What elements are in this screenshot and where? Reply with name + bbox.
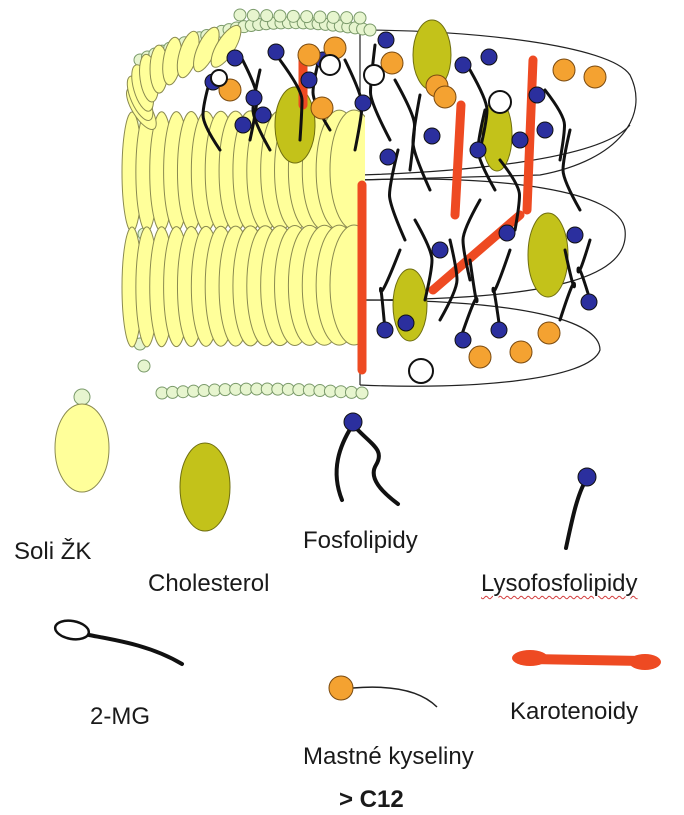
legend-bile-salt-icon bbox=[55, 389, 109, 492]
phospholipid-head bbox=[512, 132, 528, 148]
phospholipid-head bbox=[455, 332, 471, 348]
bile-salt-head bbox=[287, 10, 299, 22]
legend-cholesterol-icon bbox=[180, 443, 230, 531]
bile-salt-head bbox=[261, 10, 273, 22]
bile-salt-head bbox=[354, 12, 366, 24]
phospholipid-head bbox=[529, 87, 545, 103]
legend-fatty-acid-icon bbox=[329, 676, 437, 707]
lipid-chain bbox=[493, 250, 510, 330]
lipid-chain bbox=[563, 130, 580, 210]
fatty-acid-head bbox=[584, 66, 606, 88]
phospholipid-head bbox=[268, 44, 284, 60]
legend-lysophospholipid-icon bbox=[566, 468, 596, 548]
bile-salt-head bbox=[327, 11, 339, 23]
label-phospholipids: Fosfolipidy bbox=[303, 527, 418, 555]
label-bile-salts: Soli ŽK bbox=[14, 538, 91, 566]
lipid-chain bbox=[578, 240, 590, 300]
bile-salt-head bbox=[138, 360, 150, 372]
label-monoglyceride: 2-MG bbox=[90, 703, 150, 731]
legend-carotenoid-icon bbox=[512, 650, 661, 670]
label-fatty-acids: Mastné kyseliny bbox=[303, 743, 474, 771]
bile-salt-head bbox=[274, 10, 286, 22]
bile-salt bbox=[330, 225, 378, 345]
phospholipid-head bbox=[301, 72, 317, 88]
label-lysophospholipids: Lysofosfolipidy bbox=[481, 570, 638, 598]
phospholipid-head bbox=[235, 117, 251, 133]
bile-salt-head bbox=[364, 24, 376, 36]
phospholipid-head bbox=[378, 32, 394, 48]
fatty-acid-head bbox=[381, 52, 403, 74]
phospholipid-head bbox=[499, 225, 515, 241]
phospholipid-head bbox=[455, 57, 471, 73]
phospholipid-head bbox=[380, 149, 396, 165]
micelle-structure bbox=[121, 9, 636, 399]
bile-salt-head bbox=[356, 387, 368, 399]
bile-salt-head bbox=[301, 11, 313, 23]
bile-salt-head bbox=[314, 11, 326, 23]
bile-salt bbox=[330, 110, 378, 230]
bile-salt-band bbox=[122, 110, 378, 347]
fatty-acid-head bbox=[553, 59, 575, 81]
legend-phospholipid-icon bbox=[337, 413, 398, 504]
phospholipid-head bbox=[432, 242, 448, 258]
fatty-acid-head bbox=[469, 346, 491, 368]
fatty-acid-head bbox=[434, 86, 456, 108]
phospholipid-head bbox=[227, 50, 243, 66]
phospholipid-head bbox=[246, 90, 262, 106]
fatty-acid-head bbox=[510, 341, 532, 363]
bile-salt-head bbox=[247, 9, 259, 21]
phospholipid-head bbox=[377, 322, 393, 338]
bile-salt-head bbox=[341, 12, 353, 24]
phospholipid-head bbox=[491, 322, 507, 338]
fatty-acid-head bbox=[538, 322, 560, 344]
phospholipid-head bbox=[424, 128, 440, 144]
phospholipid-head bbox=[481, 49, 497, 65]
bile-salt-head bbox=[234, 9, 246, 21]
label-carotenoids: Karotenoidy bbox=[510, 698, 638, 726]
fatty-acid-head bbox=[298, 44, 320, 66]
legend-monoglyceride-icon bbox=[54, 618, 182, 664]
phospholipid-head bbox=[355, 95, 371, 111]
label-cholesterol: Cholesterol bbox=[148, 570, 269, 598]
phospholipid-head bbox=[255, 107, 271, 123]
phospholipid-head bbox=[567, 227, 583, 243]
phospholipid-head bbox=[581, 294, 597, 310]
phospholipid-head bbox=[398, 315, 414, 331]
label-fatty-acids-note: > C12 bbox=[339, 786, 404, 814]
fatty-acid-head bbox=[311, 97, 333, 119]
phospholipid-head bbox=[537, 122, 553, 138]
phospholipid-head bbox=[470, 142, 486, 158]
